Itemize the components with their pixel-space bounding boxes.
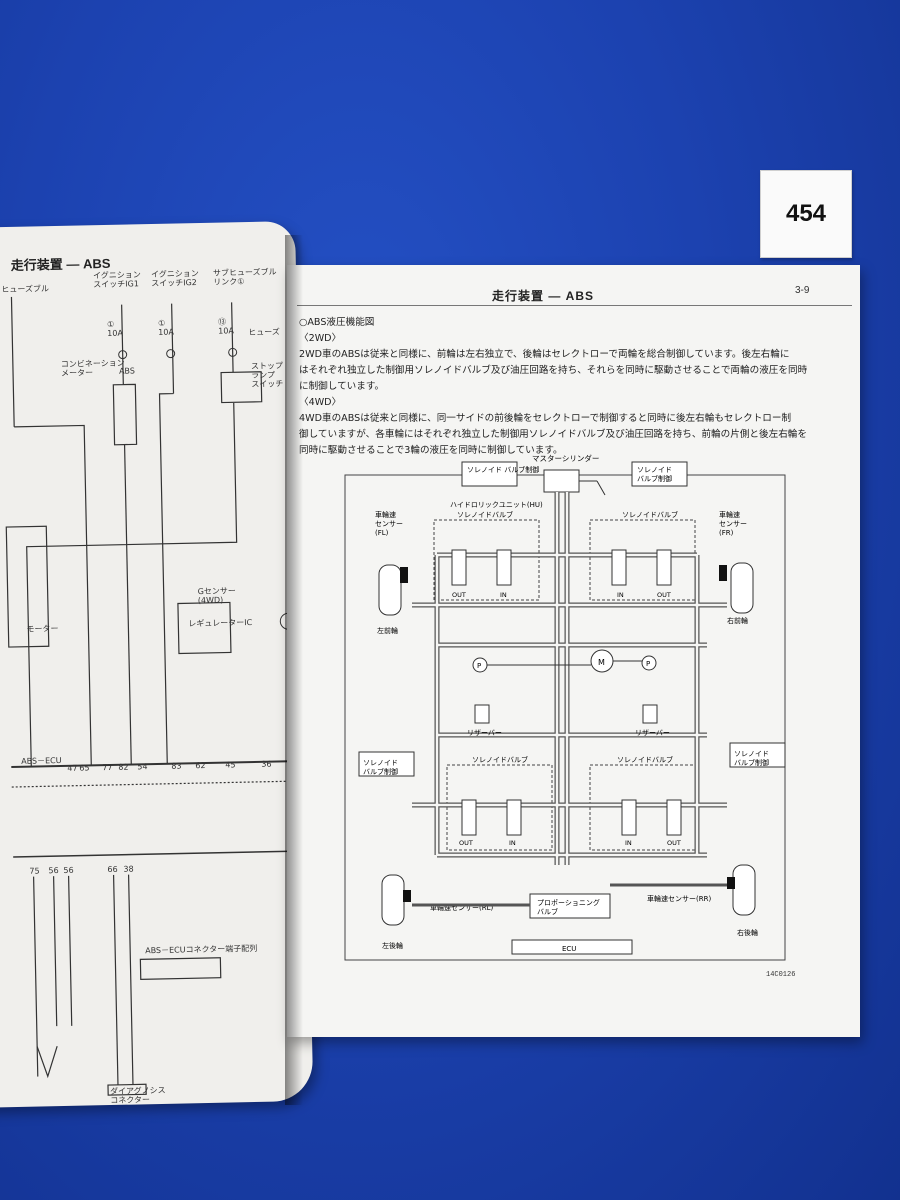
pump-right [641, 655, 657, 671]
out-valve-fr [656, 549, 672, 586]
sensor-rl-block [403, 890, 411, 902]
sensor-fl-block [400, 567, 408, 583]
label-right-front: 右前輪 [727, 616, 748, 625]
label-left-rear: 左後輪 [382, 941, 403, 950]
wheel-left-rear [381, 874, 405, 926]
right-page-header: 走行装置 ― ABS 3-9 [287, 265, 860, 325]
wheel-right-front [730, 562, 754, 614]
label-solenoid-ctrl-rr: ソレノイドバルブ制御 [734, 750, 769, 767]
solenoid-ctrl-box-rl [358, 751, 415, 777]
out-valve-fl [451, 549, 467, 586]
label-in-rr: IN [625, 839, 632, 847]
header-rule [297, 305, 852, 306]
text-line: 同時に駆動させることで3輪の液圧を同時に制御しています。 [299, 445, 563, 456]
section-heading: ○ABS液圧機能図 [299, 317, 375, 328]
subheading-2wd: 〈2WD〉 [299, 333, 342, 344]
in-valve-fr [611, 549, 627, 586]
label-ecu: ECU [562, 945, 576, 953]
label-right-rear: 右後輪 [737, 928, 758, 937]
text-line: 2WD車のABSは従来と同様に、前輪は左右独立で、後輪はセレクトローで両輪を総合… [299, 349, 790, 360]
label-solenoid-ctrl-fl: ソレノイド バルブ制御 [467, 465, 539, 474]
label-reservoir-right: リザーバー [635, 729, 670, 737]
in-valve-rl [506, 799, 522, 836]
item-number-tag: 454 [760, 170, 852, 258]
label-solenoid-valve-fr: ソレノイドバルブ [622, 510, 678, 519]
label-solenoid-ctrl-fr: ソレノイドバルブ制御 [637, 466, 672, 483]
item-number: 454 [785, 200, 827, 227]
label-in-fr: IN [617, 591, 624, 599]
label-out-fr: OUT [657, 591, 671, 599]
label-sensor-fr: 車輪速センサー(FR) [719, 510, 747, 537]
out-valve-rl [461, 799, 477, 836]
label-solenoid-valve-rr: ソレノイドバルブ [617, 755, 673, 764]
text-line: 御していますが、各車輪にはそれぞれ独立した制御用ソレノイドバルブ及び油圧回路を持… [299, 429, 807, 440]
label-proportioning-valve: プロポーショニングバルブ [537, 898, 600, 916]
book-gutter-shadow [285, 235, 303, 1105]
figure-code: 14C0126 [766, 971, 796, 979]
subheading-4wd: 〈4WD〉 [299, 397, 342, 408]
label-solenoid-ctrl-rl: ソレノイドバルブ制御 [363, 759, 398, 776]
abs-hydraulic-diagram: マスターシリンダー ソレノイド バルブ制御 ソレノイドバルブ制御 ソレノイドバル… [344, 453, 786, 961]
label-out-fl: OUT [452, 591, 466, 599]
wheel-left-front [378, 564, 402, 616]
right-page: 走行装置 ― ABS 3-9 ○ABS液圧機能図 〈2WD〉 2WD車のABSは… [287, 265, 860, 1037]
label-out-rr: OUT [667, 839, 681, 847]
label-sensor-rr: 車輪速センサー(RR) [647, 894, 711, 903]
text-line: 4WD車のABSは従来と同様に、同一サイドの前後輪をセレクトローで制御すると同時… [299, 413, 792, 424]
right-page-title: 走行装置 ― ABS [492, 289, 595, 303]
label-solenoid-valve-rl: ソレノイドバルブ [472, 755, 528, 764]
in-valve-rr [621, 799, 637, 836]
page-number: 3-9 [795, 285, 810, 296]
ecu-box [511, 939, 633, 955]
label-reservoir-left: リザーバー [467, 729, 502, 737]
solenoid-ctrl-box-fl [461, 461, 518, 487]
wheel-right-rear [732, 864, 756, 916]
in-valve-fl [496, 549, 512, 586]
solenoid-valve-box-fl [433, 519, 540, 601]
label-hydraulic-unit: ハイドロリックユニット(HU) [450, 501, 543, 509]
label-left-front: 左前輪 [377, 626, 398, 635]
sensor-rr-block [727, 877, 735, 889]
label-pump-left: P [477, 662, 481, 670]
label-solenoid-valve-fl: ソレノイドバルブ [457, 510, 513, 519]
solenoid-valve-box-fr [589, 519, 696, 601]
sensor-fr-block [719, 565, 727, 581]
reservoir-left [474, 704, 490, 724]
text-line: に制御しています。 [299, 381, 385, 392]
label-motor: M [598, 658, 605, 667]
label-sensor-fl: 車輪速センサー(FL) [375, 510, 403, 537]
label-pump-right: P [646, 660, 650, 668]
wiring-lines [5, 296, 304, 1096]
out-valve-rr [666, 799, 682, 836]
solenoid-ctrl-box-rr [729, 742, 786, 768]
label-sensor-rl: 車輪速センサー(RL) [430, 903, 493, 912]
solenoid-ctrl-box-fr [631, 461, 688, 487]
text-line: はそれぞれ独立した制御用ソレノイドバルブ及び油圧回路を持ち、それらを同時に駆動さ… [299, 365, 808, 376]
reservoir-right [642, 704, 658, 724]
label-out-rl: OUT [459, 839, 473, 847]
label-in-fl: IN [500, 591, 507, 599]
label-master-cylinder: マスターシリンダー [532, 453, 599, 463]
label-in-rl: IN [509, 839, 516, 847]
description-text: ○ABS液圧機能図 〈2WD〉 2WD車のABSは従来と同様に、前輪は左右独立で… [299, 315, 839, 459]
left-page-wiring-diagram: 走行装置 ― ABS ヒューズブル イグニション スイッチIG1 イグニション … [0, 220, 314, 1108]
master-cylinder-body [543, 469, 580, 493]
